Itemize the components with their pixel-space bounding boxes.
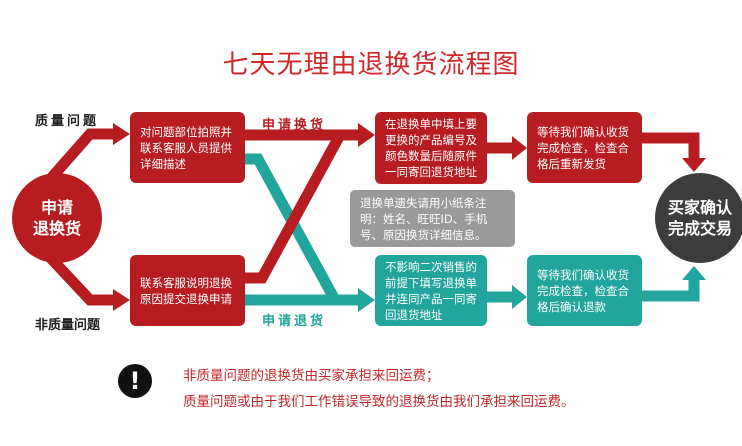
arrowheads [113,123,706,312]
start-line2: 退换货 [32,219,81,238]
quality-label: 质量问题 [35,114,100,129]
arrow-nonquality-to-exchange [245,132,345,284]
note-line1: 非质量问题的退换货由买家承担来回运费； [183,368,440,384]
refund-wait-box: 等待我们确认收货完成检查，检查合格后确认退款 [527,255,642,326]
arrow-exchange-to-end [642,132,700,160]
start-line1: 申请 [40,198,73,217]
arrow-to-non-quality [40,248,115,306]
non-quality-step-box: 联系客服说明退换原因提交退换申请 [130,255,245,326]
note-line2: 质量问题或由于我们工作错误导致的退换货由我们承担来回运费。 [183,394,575,410]
exchange-wait-box: 等待我们确认收货完成检查，检查合格后重新发货 [527,112,642,183]
exchange-fill-box: 在退换单中填上要更换的产品编号及颜色数量后随原件一同寄回退货地址 [375,112,487,184]
end-circle: 买家确认完成交易 [655,173,742,263]
lost-form-note-box: 退换单遗失请用小纸条注明：姓名、旺旺ID、手机号、原因换货详细信息。 [350,190,515,247]
warning-icon: ! [118,364,152,398]
non-quality-label: 非质量问题 [35,318,101,333]
end-line1: 买家确认 [667,198,732,217]
arrow-to-quality [40,128,115,189]
refund-label: 申请退货 [262,314,327,329]
start-circle: 申请退换货 [12,173,102,263]
page-title: 七天无理由退换货流程图 [222,50,520,80]
arrow-refund-to-end [642,278,700,302]
refund-fill-box: 不影响二次销售的前提下填写退换单并连同产品一同寄回退货地址 [375,255,487,326]
exchange-label: 申请换货 [262,118,327,133]
end-line2: 完成交易 [667,219,732,238]
quality-step-box: 对问题部位拍照并联系客服人员提供详细描述 [130,112,245,183]
